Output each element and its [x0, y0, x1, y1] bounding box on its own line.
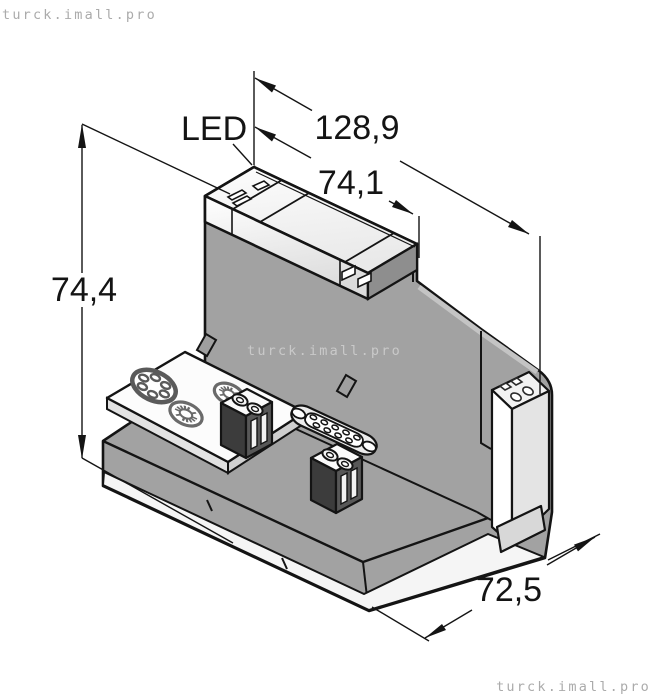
led-window	[341, 264, 356, 282]
arrowhead-icon	[78, 124, 86, 148]
dimension-module-width: 74,1	[254, 126, 414, 215]
end-cap-foot	[495, 504, 547, 554]
clip	[195, 332, 218, 358]
cap-diamond-icon	[509, 377, 524, 386]
device-body	[101, 165, 554, 613]
base-front-top-edge	[102, 439, 364, 564]
arrowhead-icon	[574, 537, 595, 552]
extension-line	[371, 606, 430, 642]
dimension-depth-label: 72,5	[476, 571, 542, 609]
rim-notch-right	[281, 557, 288, 570]
led-leader-line	[232, 143, 253, 166]
led-window	[251, 180, 271, 191]
led-window	[231, 195, 253, 207]
dimension-height: 74,4	[51, 124, 117, 459]
led-callout: LED	[181, 110, 253, 166]
cap-circle-icon	[510, 392, 522, 402]
base-right-top-edge	[362, 516, 489, 564]
led-window	[357, 271, 372, 289]
deck-cap-edge	[476, 511, 492, 521]
gateway-rail	[203, 165, 419, 301]
rail-right-end-face	[366, 242, 419, 301]
extension-line	[81, 123, 231, 195]
dimension-total-width: 128,9	[254, 77, 530, 235]
led-window	[226, 189, 248, 201]
dsub9-connector	[288, 402, 380, 459]
arrowhead-icon	[425, 624, 446, 638]
dimension-depth: 72,5	[424, 536, 596, 639]
terminal-slot	[250, 416, 258, 451]
dimension-module-width-label: 74,1	[318, 164, 384, 202]
terminal-block	[309, 442, 364, 515]
rotary-switch	[166, 397, 206, 431]
arrowhead-icon	[508, 220, 529, 234]
end-cap-module	[490, 370, 551, 554]
rail-division	[259, 192, 310, 223]
watermark-bottom-right: turck.imall.pro	[496, 679, 651, 695]
cap-diamond-icon	[498, 382, 513, 391]
terminal-screw	[246, 402, 264, 416]
led-callout-label: LED	[181, 110, 247, 148]
cap-circle-icon	[522, 386, 534, 396]
terminal-screw	[231, 393, 249, 407]
extension-line	[81, 457, 234, 544]
terminal-block	[219, 387, 274, 460]
mounting-clips	[195, 332, 358, 399]
rail-rim-line	[255, 171, 416, 248]
din-rail-foot-rim	[102, 471, 545, 611]
arrowhead-icon	[255, 127, 276, 142]
arrowhead-icon	[392, 200, 413, 214]
clip	[335, 373, 358, 399]
base-corner-edge	[362, 561, 368, 598]
arrowhead-icon	[255, 78, 276, 93]
arrowhead-icon	[78, 435, 86, 459]
terminal-slot	[260, 411, 268, 446]
dimension-height-label: 74,4	[51, 271, 117, 309]
watermark-top-left: turck.imall.pro	[2, 7, 157, 23]
dimension-total-width-label: 128,9	[314, 109, 399, 147]
rail-division	[344, 232, 395, 263]
dimension-annotations: 74,4 128,9 74,1 72,5	[51, 71, 601, 642]
m12-connector	[127, 363, 181, 408]
rim-notch-left	[206, 499, 213, 512]
watermark-center: turck.imall.pro	[247, 343, 402, 359]
step-notch-edge	[480, 331, 492, 450]
